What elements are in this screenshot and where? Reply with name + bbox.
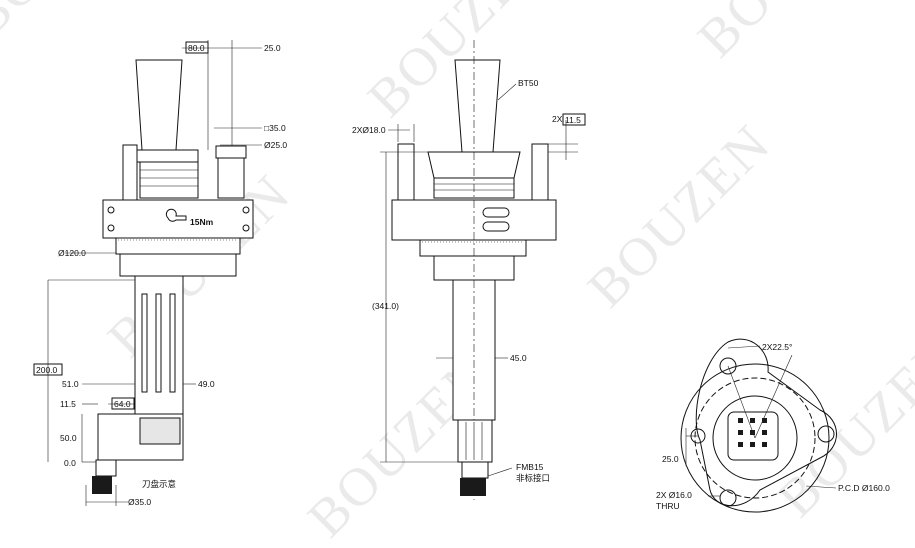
dimension-lines	[47, 40, 262, 506]
watermark: BOUZEN	[686, 0, 892, 68]
front-view: 15Nm	[33, 40, 287, 507]
connector-block	[727, 411, 779, 461]
dim-2x-dia18: 2XØ18.0	[352, 125, 386, 135]
holes-line2: THRU	[656, 501, 680, 511]
mounting-hole	[719, 357, 737, 375]
flange-ring	[139, 161, 199, 199]
cutter-note: 刀盘示意	[142, 479, 176, 489]
sensor-slot-icon	[482, 207, 510, 232]
taper-shank	[135, 59, 183, 151]
dim-dia25: Ø25.0	[264, 140, 287, 150]
dim-11-5: 11.5	[565, 115, 581, 125]
pin-grid-icon	[738, 418, 767, 447]
dim-25: 25.0	[662, 454, 679, 464]
dim-box	[33, 363, 63, 376]
head-knurl	[465, 422, 483, 460]
dim-dia35: Ø35.0	[128, 497, 151, 507]
dim-50: 50.0	[60, 433, 77, 443]
fmb-note: 非标接口	[516, 473, 550, 483]
dim-64: 64.0	[114, 399, 131, 409]
bt50-label: BT50	[518, 78, 539, 88]
pcd-circle	[694, 377, 816, 499]
dim-49: 49.0	[198, 379, 215, 389]
dim-dia120: Ø120.0	[58, 248, 86, 258]
dim-80: 80.0	[188, 43, 205, 53]
dim-2x-prefix: 2X	[552, 114, 563, 124]
flange-grooves	[140, 169, 198, 187]
scale-ring	[419, 239, 527, 257]
angle-head	[457, 419, 493, 463]
side-view: BT50 2XØ18.0 2X 11.5 (341.0) 45.0 FMB15 …	[352, 40, 586, 500]
dimension-lines	[685, 345, 837, 497]
screw-icon	[242, 224, 250, 232]
cutter-icon	[460, 478, 486, 496]
dim-45: 45.0	[510, 353, 527, 363]
outer-circle	[680, 363, 830, 513]
torque-label: 15Nm	[190, 217, 214, 227]
locating-pin	[122, 144, 138, 201]
inner-bore	[712, 395, 798, 481]
dim-angle: 2X22.5°	[762, 342, 792, 352]
dim-sq35: □35.0	[264, 123, 286, 133]
locating-pin	[531, 143, 549, 201]
locating-pin	[397, 143, 415, 201]
flange	[127, 149, 199, 163]
dim-box	[562, 113, 586, 126]
dim-341: (341.0)	[372, 301, 399, 311]
stop-block-body	[217, 157, 245, 199]
taper-shank	[454, 59, 501, 153]
dim-25: 25.0	[264, 43, 281, 53]
mounting-hole	[817, 425, 835, 443]
mounting-hole	[719, 489, 737, 507]
watermark: BOUZEN	[576, 113, 782, 319]
bottom-view: 2X22.5° 25.0 2X Ø16.0 THRU P.C.D Ø160.0	[656, 338, 890, 513]
screw-icon	[242, 206, 250, 214]
cutter-icon	[92, 476, 112, 494]
spindle	[95, 459, 117, 477]
dim-box	[185, 41, 209, 54]
watermark: BOUZEN	[0, 0, 162, 48]
dim-11-5: 11.5	[60, 399, 76, 409]
spindle	[461, 461, 489, 479]
dim-pcd: P.C.D Ø160.0	[838, 483, 890, 493]
nameplate	[139, 417, 181, 445]
scale-ring	[115, 237, 241, 255]
stop-block	[215, 145, 247, 159]
screw-icon	[107, 206, 115, 214]
dim-box	[111, 397, 135, 410]
housing	[102, 199, 254, 239]
fmb-label: FMB15	[516, 462, 544, 472]
holes-line1: 2X Ø16.0	[656, 490, 692, 500]
dim-51: 51.0	[62, 379, 79, 389]
dimension-lines	[380, 83, 578, 477]
dim-0: 0.0	[64, 458, 76, 468]
lower-collar	[119, 253, 237, 277]
column-slots	[141, 293, 176, 393]
screw-icon	[107, 224, 115, 232]
dim-200: 200.0	[36, 365, 58, 375]
wrench-icon	[165, 208, 187, 222]
